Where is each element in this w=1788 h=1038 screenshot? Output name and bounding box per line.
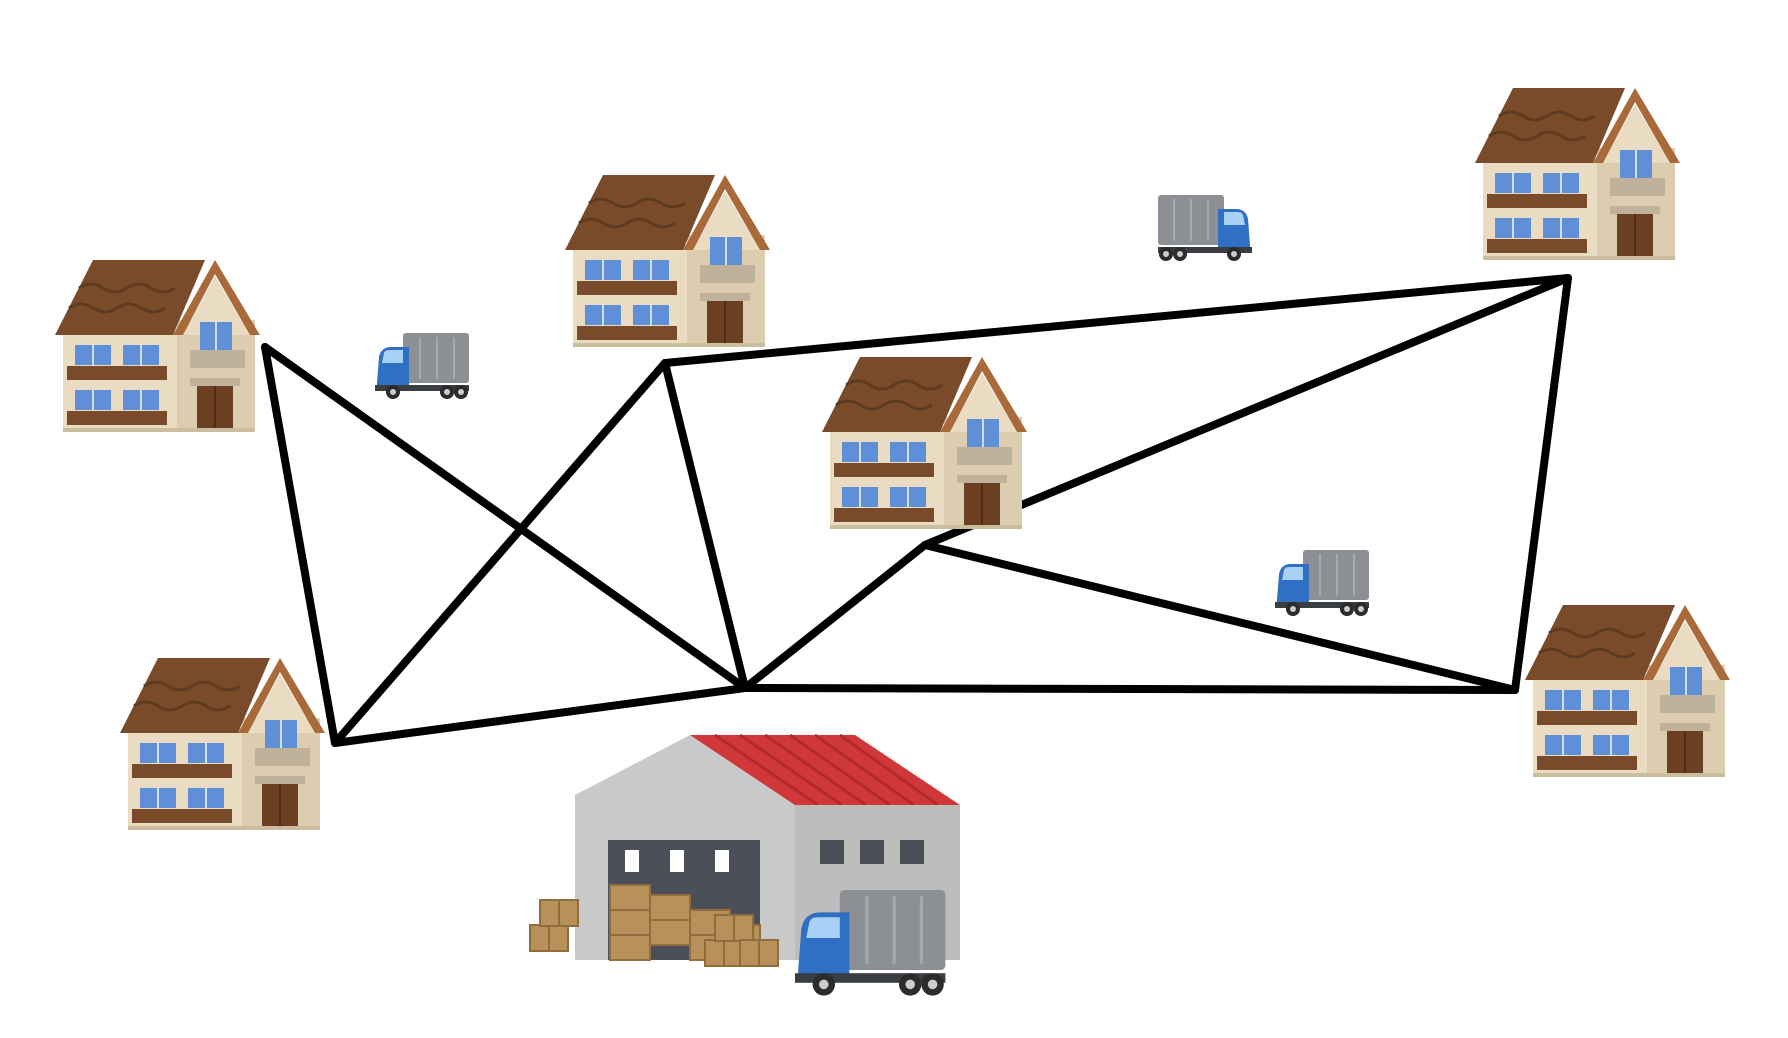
route-b-e: [661, 359, 749, 692]
route-c-f: [921, 274, 1572, 549]
warehouse-icon: [575, 733, 960, 961]
delivery-truck-icon: [1157, 194, 1253, 262]
house-icon: [118, 656, 327, 832]
house-icon: [1473, 86, 1682, 262]
route-e-f: [741, 541, 929, 692]
delivery-truck-icon: [374, 332, 470, 400]
house-icon: [1523, 603, 1732, 779]
route-lines: [261, 274, 1572, 747]
cardboard-box-icon: [704, 939, 744, 967]
cardboard-box-icon: [739, 939, 779, 967]
route-a-d: [261, 343, 339, 747]
house-icon: [53, 258, 262, 434]
route-e-g: [741, 684, 1519, 694]
house-icon: [820, 355, 1029, 531]
delivery-truck-icon: [1274, 549, 1370, 617]
route-b-c: [661, 274, 1572, 367]
route-f-g: [921, 541, 1519, 694]
route-d-e: [331, 684, 749, 747]
cardboard-box-icon: [539, 899, 579, 927]
route-a-e: [261, 343, 749, 692]
house-icon: [563, 173, 772, 349]
route-d-b: [331, 359, 669, 747]
cardboard-box-icon: [714, 914, 754, 942]
cardboard-box-icon: [529, 924, 569, 952]
route-c-g: [1511, 274, 1572, 694]
